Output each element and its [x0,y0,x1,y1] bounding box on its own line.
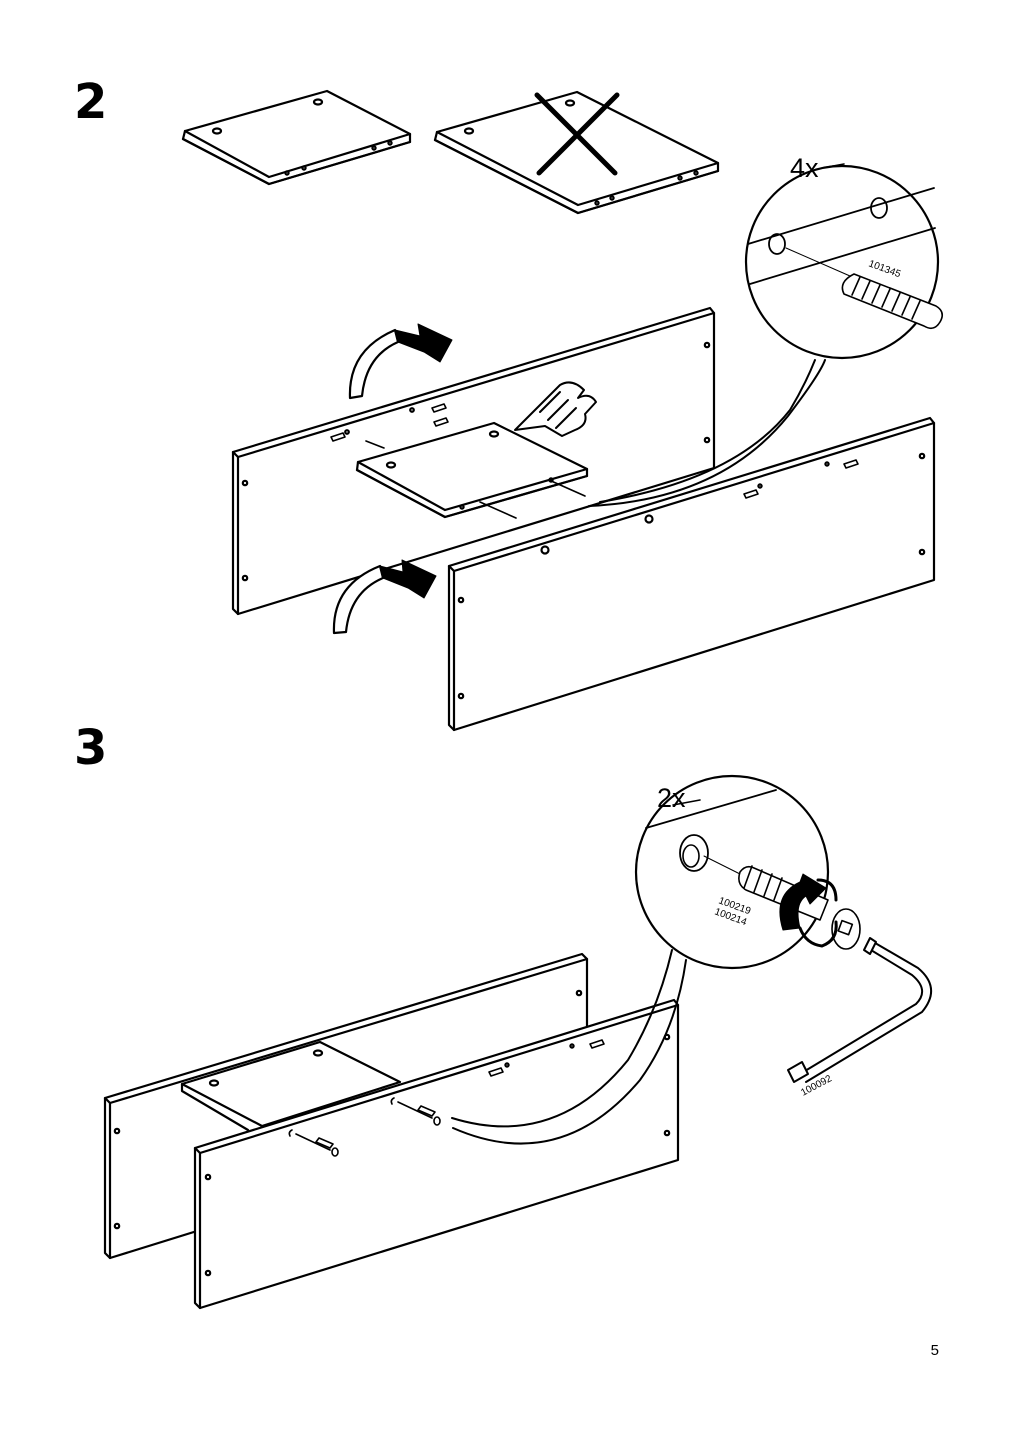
step-2-quantity: 4x [790,153,819,183]
cross-mark-icon [534,92,620,176]
allen-key [787,937,932,1083]
connector-bolt [390,1097,441,1126]
pointing-hand-icon [514,381,597,437]
dowel-detail-callout [588,163,944,507]
page-number: 5 [930,1342,939,1359]
shelf-on-panel [355,421,589,519]
step-3-quantity: 2x [657,783,686,813]
rotate-arrow-icon [779,873,838,948]
front-side-panel [447,416,936,732]
dowel [330,403,449,449]
flip-arrow-icon [348,323,453,400]
dowel-detail [841,273,944,330]
bolt-detail [738,865,861,950]
step-2-number: 2 [74,74,108,130]
shelf-correct-orientation [181,89,412,186]
step-3-number: 3 [74,720,108,776]
shelf-between-panels [180,1040,402,1132]
shelf-wrong-orientation [433,90,720,215]
flip-arrow-icon [332,559,437,635]
bolt-detail-callout [451,774,861,1145]
front-side-panel [193,998,680,1310]
connector-bolt [288,1129,339,1157]
